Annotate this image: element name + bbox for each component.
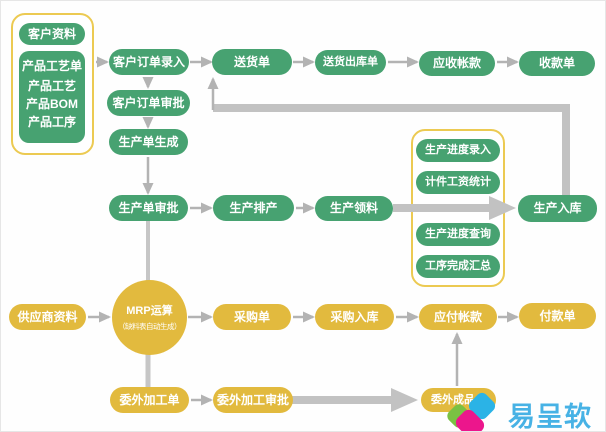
mrp-title: MRP运算 [126,305,173,317]
node-product-bom: 产品BOM [26,97,78,111]
node-delivery-outbound-note: 送货出库单 [315,50,386,75]
node-progress-query: 生产进度查询 [416,223,500,246]
node-outsourcing-order: 委外加工单 [110,387,189,413]
node-supplier-info: 供应商资料 [9,304,86,330]
node-production-order-approval: 生产单审批 [109,195,188,221]
node-product-process: 产品工序 [27,115,76,129]
node-product-craft-sheet: 产品工艺单 [21,59,82,73]
node-customer-order-entry: 客户订单录入 [109,49,189,75]
node-production-order-generation: 生产单生成 [109,129,188,155]
node-product-craft: 产品工艺 [27,79,76,93]
node-piecework-wage-stats: 计件工资统计 [416,171,500,194]
node-production-inbound: 生产入库 [518,195,597,222]
node-progress-entry: 生产进度录入 [416,139,500,162]
thick-return-line [213,104,570,197]
node-accounts-receivable: 应收帐款 [419,51,495,76]
product-data-block: 产品工艺单 产品工艺 产品BOM 产品工序 [19,51,85,143]
node-purchase-order: 采购单 [213,304,291,330]
node-outsourcing-approval: 委外加工审批 [213,387,293,413]
node-mrp-calculation: MRP运算 （缺料表自动生成） [112,280,187,355]
node-process-completion-summary: 工序完成汇总 [416,255,500,278]
thick-arrowhead-outsourcing [391,388,418,412]
node-customer-info: 客户资料 [19,23,85,45]
node-customer-order-approval: 客户订单审批 [107,90,190,116]
node-delivery-note: 送货单 [212,49,292,75]
mrp-subtitle: （缺料表自动生成） [118,322,182,331]
node-production-scheduling: 生产排产 [213,195,294,221]
node-accounts-payable: 应付帐款 [419,304,497,330]
node-production-material-requisition: 生产领料 [315,196,393,221]
node-purchase-inbound: 采购入库 [315,304,394,330]
node-payment-note: 付款单 [519,303,596,329]
node-receipt-note: 收款单 [519,51,595,76]
logo-text: 易呈软件 [508,402,592,432]
